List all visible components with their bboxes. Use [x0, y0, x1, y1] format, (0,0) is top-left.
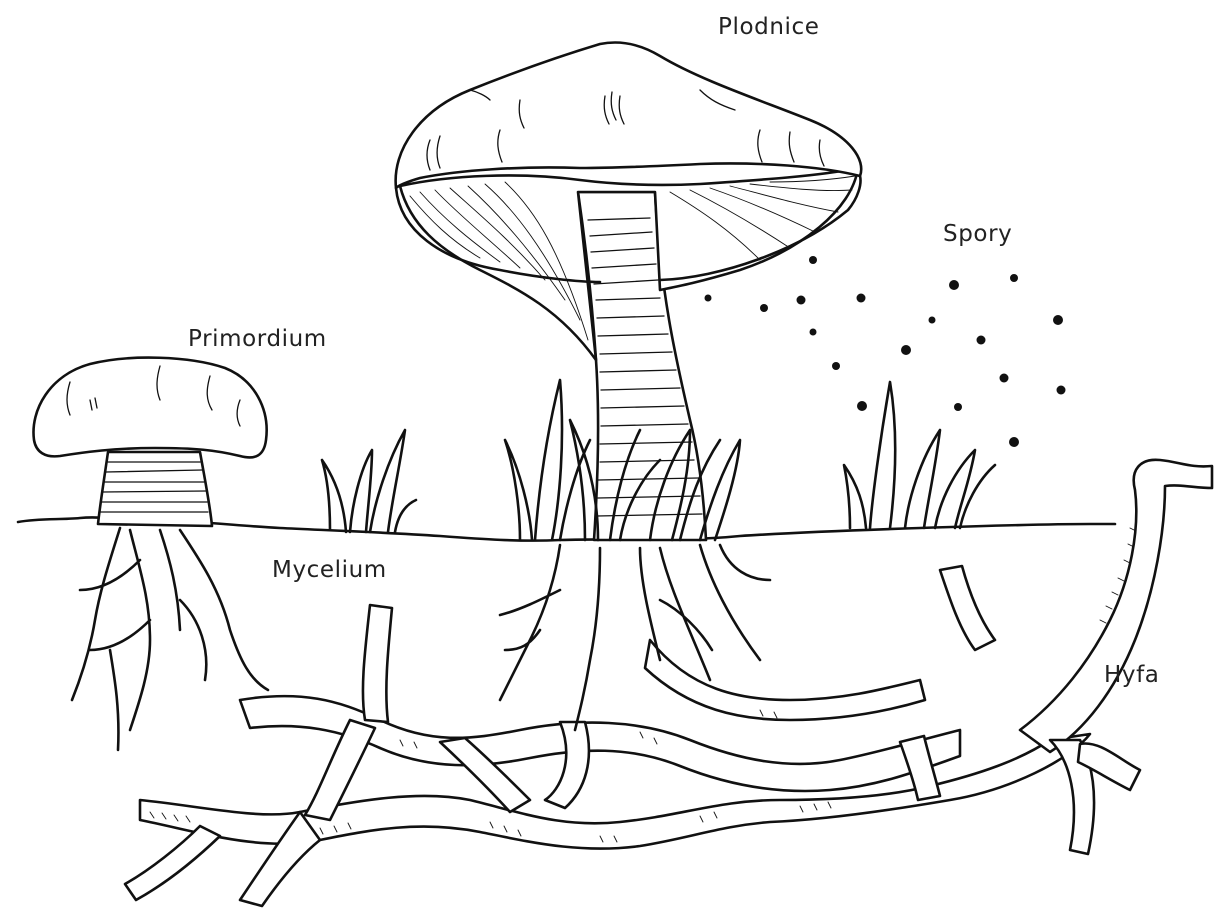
spore — [954, 403, 962, 411]
spore — [977, 336, 986, 345]
spore — [1057, 386, 1066, 395]
primordium-stem — [98, 452, 212, 526]
hypha-right-rise — [1020, 460, 1212, 752]
hypha-up-left — [363, 605, 392, 722]
spore — [1000, 374, 1009, 383]
spore — [929, 317, 936, 324]
primordium-roots — [72, 528, 268, 750]
grass-right — [844, 382, 995, 528]
spore — [760, 304, 768, 312]
spore — [1009, 437, 1019, 447]
hypha-branch-left2 — [125, 826, 220, 900]
spore — [797, 296, 806, 305]
spore — [949, 280, 959, 290]
label-spores: Spory — [943, 223, 1012, 246]
spore — [1010, 274, 1018, 282]
hypha-up-right — [940, 566, 995, 650]
label-fruiting-body: Plodnice — [718, 16, 820, 39]
spore — [857, 401, 867, 411]
spore — [705, 295, 712, 302]
label-mycelium: Mycelium — [272, 559, 387, 582]
spore — [810, 329, 817, 336]
spore — [857, 294, 866, 303]
grass-left — [322, 430, 416, 532]
primordium-mushroom — [33, 358, 268, 750]
label-primordium: Primordium — [188, 328, 327, 351]
hypha-up-mid — [645, 640, 925, 720]
spore — [809, 256, 817, 264]
spore — [1053, 315, 1063, 325]
spore — [901, 345, 911, 355]
spore — [832, 362, 840, 370]
fruiting-body-cap — [396, 43, 862, 189]
fruiting-body-mushroom — [396, 43, 862, 731]
label-hypha: Hyfa — [1104, 664, 1160, 687]
